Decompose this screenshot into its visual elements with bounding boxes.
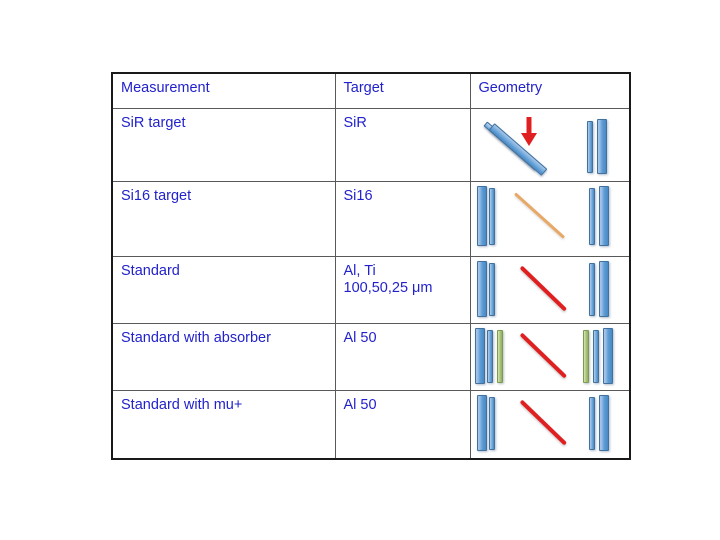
table-row: Standard with mu+ Al 50 [111, 390, 631, 460]
cell-geometry-absorber [469, 323, 631, 391]
beam-track-red-icon [519, 265, 567, 312]
header-cell-target: Target [334, 72, 471, 109]
header-cell-geometry: Geometry [469, 72, 631, 109]
geometry-diagram-standard [471, 257, 630, 323]
geometry-diagram-absorber [471, 324, 630, 390]
cell-geometry-sir [469, 108, 631, 182]
cell-geometry-muplus [469, 390, 631, 460]
detector-bar-left-thick-icon [476, 395, 487, 451]
detector-bar-right-thick-icon [598, 395, 609, 451]
measurement-label: Standard [121, 263, 180, 279]
cell-measurement-absorber: Standard with absorber [111, 323, 336, 391]
target-label: Al 50 [343, 397, 377, 413]
cell-target-standard: Al, Ti 100,50,25 μm [334, 256, 471, 324]
target-slab-thick-icon [488, 123, 547, 176]
detector-bar-left-thin-icon [488, 397, 495, 450]
detector-bar-left-thick-icon [474, 328, 485, 384]
detector-bar-left-thick-icon [476, 186, 487, 246]
beam-track-tan-icon [513, 192, 565, 239]
detector-bar-right-thin-icon [588, 397, 595, 450]
header-label-geometry: Geometry [478, 80, 543, 96]
target-label: SiR [343, 115, 367, 131]
detector-bar-left-thin-icon [488, 188, 495, 245]
beam-arrow-down-icon [520, 117, 537, 146]
table-row: Standard Al, Ti 100,50,25 μm [111, 256, 631, 324]
detector-bar-right-thick-icon [596, 119, 607, 174]
absorber-bar-right-icon [582, 330, 589, 383]
detector-bar-right-thick-icon [598, 186, 609, 246]
cell-measurement-sir: SiR target [111, 108, 336, 182]
detector-bar-right-thin-icon [586, 121, 593, 173]
absorber-bar-left-icon [496, 330, 503, 383]
header-label-target: Target [343, 80, 384, 96]
cell-target-si16: Si16 [334, 181, 471, 257]
cell-target-muplus: Al 50 [334, 390, 471, 460]
detector-bar-left-thin-icon [488, 263, 495, 316]
measurement-label: Standard with absorber [121, 330, 271, 346]
cell-geometry-si16 [469, 181, 631, 257]
geometry-diagram-sir [471, 109, 630, 181]
beam-track-red-icon [519, 399, 567, 446]
detector-bar-right-thin-icon [588, 263, 595, 316]
detector-bar-right-thick-icon [602, 328, 613, 384]
table-row: Si16 target Si16 [111, 181, 631, 257]
header-cell-measurement: Measurement [111, 72, 336, 109]
measurement-geometry-table: Measurement Target Geometry SiR target S… [111, 72, 631, 460]
target-label: Al, Ti 100,50,25 μm [343, 263, 433, 297]
table-header-row: Measurement Target Geometry [111, 72, 631, 109]
cell-measurement-standard: Standard [111, 256, 336, 324]
measurement-label: Si16 target [121, 188, 192, 204]
cell-target-sir: SiR [334, 108, 471, 182]
geometry-diagram-si16 [471, 182, 630, 256]
cell-target-absorber: Al 50 [334, 323, 471, 391]
detector-bar-left-thick-icon [476, 261, 487, 317]
target-label: Al 50 [343, 330, 377, 346]
cell-measurement-si16: Si16 target [111, 181, 336, 257]
detector-bar-right-thin-icon [588, 188, 595, 245]
detector-bar-right-thick-icon [598, 261, 609, 317]
cell-measurement-muplus: Standard with mu+ [111, 390, 336, 460]
beam-track-red-icon [519, 332, 567, 379]
measurement-label: SiR target [121, 115, 186, 131]
detector-bar-left-thin-icon [486, 330, 493, 383]
table-row: SiR target SiR [111, 108, 631, 182]
header-label-measurement: Measurement [121, 80, 210, 96]
cell-geometry-standard [469, 256, 631, 324]
table-row: Standard with absorber Al 50 [111, 323, 631, 391]
measurement-label: Standard with mu+ [121, 397, 243, 413]
detector-bar-right-thin-icon [592, 330, 599, 383]
geometry-diagram-muplus [471, 391, 630, 458]
target-label: Si16 [343, 188, 373, 204]
